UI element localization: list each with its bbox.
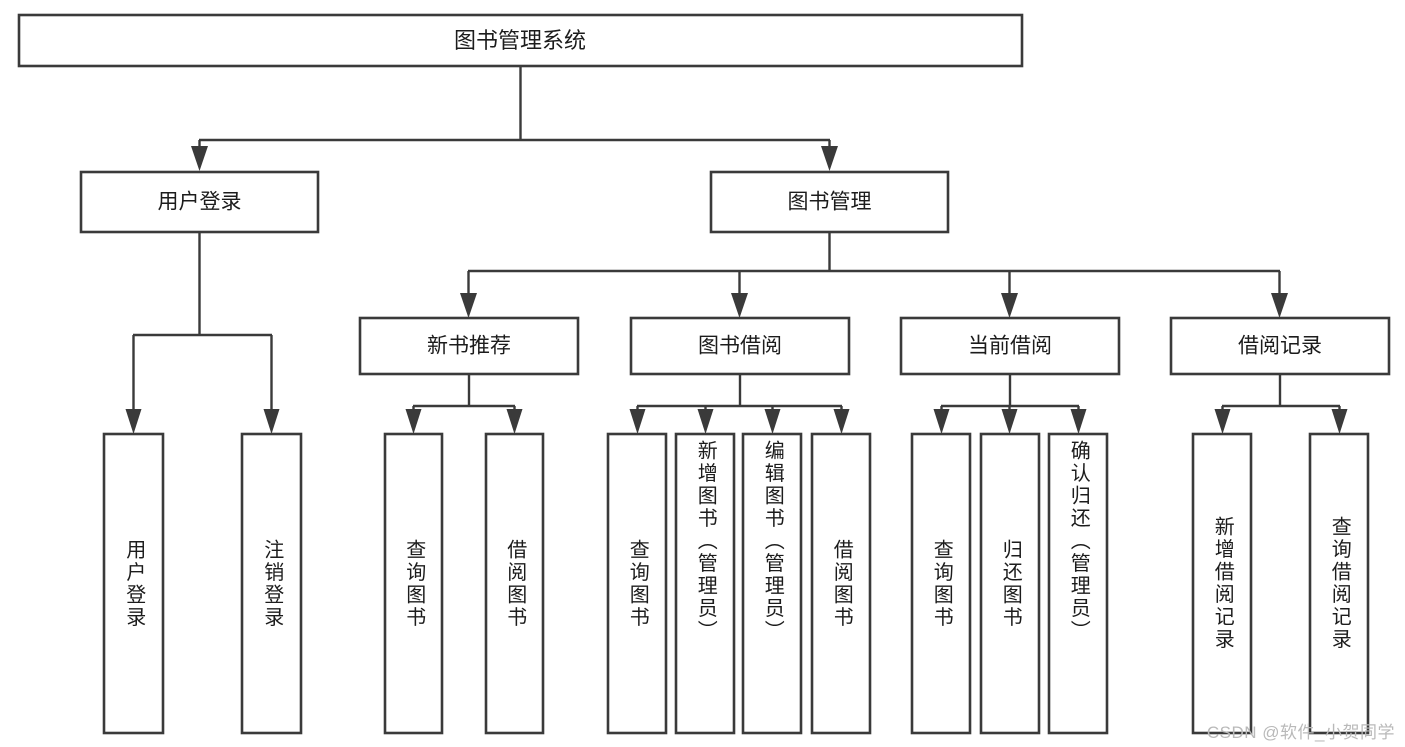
node-book-management[interactable]: 图书管理 [709,170,950,234]
node-book-borrow[interactable]: 图书借阅 [629,316,851,376]
connector-borrow-record-to-leaves [1214,374,1348,434]
arrow-head-to-borrow-record [1271,293,1288,318]
node-box-root [17,13,1024,68]
node-label-new-book-recommend: 新书推荐 [427,335,511,358]
node-box-leaf-query-book-2[interactable] [606,432,668,735]
connector-user-login-to-leaves [125,232,280,434]
node-box-leaf-return-book[interactable] [979,432,1041,735]
node-box-new-book-recommend [358,316,580,376]
node-new-book-recommend[interactable]: 新书推荐 [358,316,580,376]
connector-book-management-to-level3 [460,232,1288,318]
arrow-head-to-new-book-recommend [460,293,477,318]
arrow-head-to-leaf-query-book-2 [629,409,646,434]
node-box-leaf-query-book-3[interactable] [910,432,972,735]
node-box-leaf-borrow-book-1[interactable] [484,432,545,735]
node-box-leaf-add-record[interactable] [1191,432,1253,735]
connector-current-borrow-to-leaves [933,374,1087,434]
arrow-head-to-leaf-add-record [1214,409,1231,434]
node-box-leaf-query-book-1[interactable] [383,432,444,735]
node-box-user-login [79,170,320,234]
arrow-head-to-leaf-edit-book [764,409,781,434]
connector-book-borrow-to-leaves [629,374,850,434]
leaf-box-group [102,432,1370,735]
node-label-user-login: 用户登录 [158,191,242,214]
arrow-head-to-leaf-borrow-book-2 [833,409,850,434]
arrow-head-to-leaf-query-book-1 [405,409,422,434]
arrow-head-to-current-borrow [1001,293,1018,318]
node-label-book-borrow: 图书借阅 [698,335,782,358]
node-label-root: 图书管理系统 [454,28,586,53]
arrow-head-to-leaf-return-book [1001,409,1018,434]
node-label-borrow-record: 借阅记录 [1238,335,1322,358]
node-label-book-management: 图书管理 [788,191,872,214]
node-current-borrow[interactable]: 当前借阅 [899,316,1121,376]
arrow-head-to-leaf-confirm-return [1070,409,1087,434]
connector-new-book-recommend-to-leaves [405,374,523,434]
arrow-head-to-leaf-add-book [697,409,714,434]
node-user-login[interactable]: 用户登录 [79,170,320,234]
arrow-head-to-leaf-query-record [1331,409,1348,434]
node-box-leaf-borrow-book-2[interactable] [810,432,872,735]
node-box-leaf-query-record[interactable] [1308,432,1370,735]
arrow-head-to-leaf-query-book-3 [933,409,950,434]
node-box-leaf-confirm-return[interactable] [1047,432,1109,735]
node-box-current-borrow [899,316,1121,376]
arrow-head-to-leaf-logout-login [263,409,280,434]
node-box-leaf-add-book[interactable] [674,432,736,735]
node-box-leaf-user-login[interactable] [102,432,165,735]
arrow-head-to-leaf-borrow-book-1 [506,409,523,434]
node-book-management-system[interactable]: 图书管理系统 [17,13,1024,68]
arrow-head-to-leaf-user-login [125,409,142,434]
node-label-current-borrow: 当前借阅 [968,335,1052,358]
node-box-leaf-edit-book[interactable] [741,432,803,735]
node-box-leaf-logout-login[interactable] [240,432,303,735]
connector-root-to-level2 [191,66,838,171]
node-borrow-record[interactable]: 借阅记录 [1169,316,1391,376]
arrow-head-to-user-login [191,146,208,171]
arrow-head-to-book-management [821,146,838,171]
arrow-head-to-book-borrow [731,293,748,318]
